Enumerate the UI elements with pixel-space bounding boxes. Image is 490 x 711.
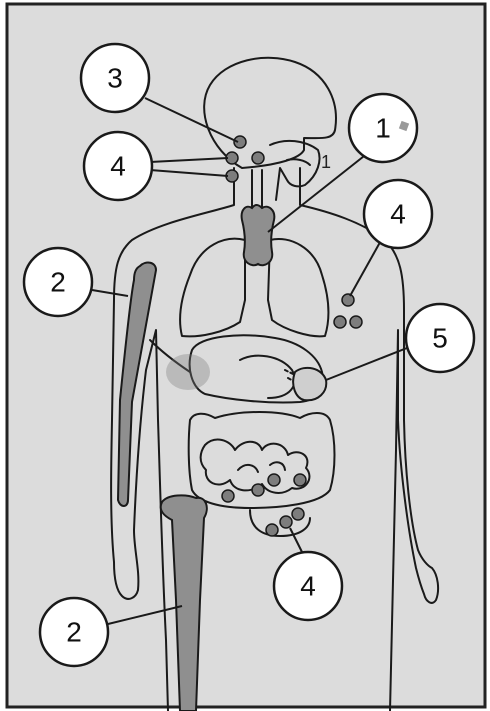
intestine-node-3 xyxy=(268,474,280,486)
neck-node-2 xyxy=(252,152,264,164)
intestine-node-4 xyxy=(294,474,306,486)
shadow-smudge xyxy=(166,354,210,390)
callout-4-armpit-number: 4 xyxy=(390,199,406,230)
callout-4-pelvis-number: 4 xyxy=(300,571,316,602)
callout-5-number: 5 xyxy=(432,323,448,354)
armpit-node-2 xyxy=(334,316,346,328)
armpit-node-1 xyxy=(342,294,354,306)
thymus-gland xyxy=(242,205,275,265)
armpit-node-3 xyxy=(350,316,362,328)
callout-4-neck-number: 4 xyxy=(110,151,126,182)
pelvic-node-2 xyxy=(280,516,292,528)
pelvic-node-3 xyxy=(292,508,304,520)
spleen-organ xyxy=(293,368,326,400)
callout-2-leg-number: 2 xyxy=(66,617,82,648)
callout-2-arm-number: 2 xyxy=(50,267,66,298)
thymus-inner-mark: 1 xyxy=(321,152,331,172)
callout-3-number: 3 xyxy=(107,63,123,94)
intestine-node-1 xyxy=(222,490,234,502)
intestine-node-2 xyxy=(252,484,264,496)
callout-1-number: 1 xyxy=(375,113,391,144)
pelvic-node-1 xyxy=(266,524,278,536)
